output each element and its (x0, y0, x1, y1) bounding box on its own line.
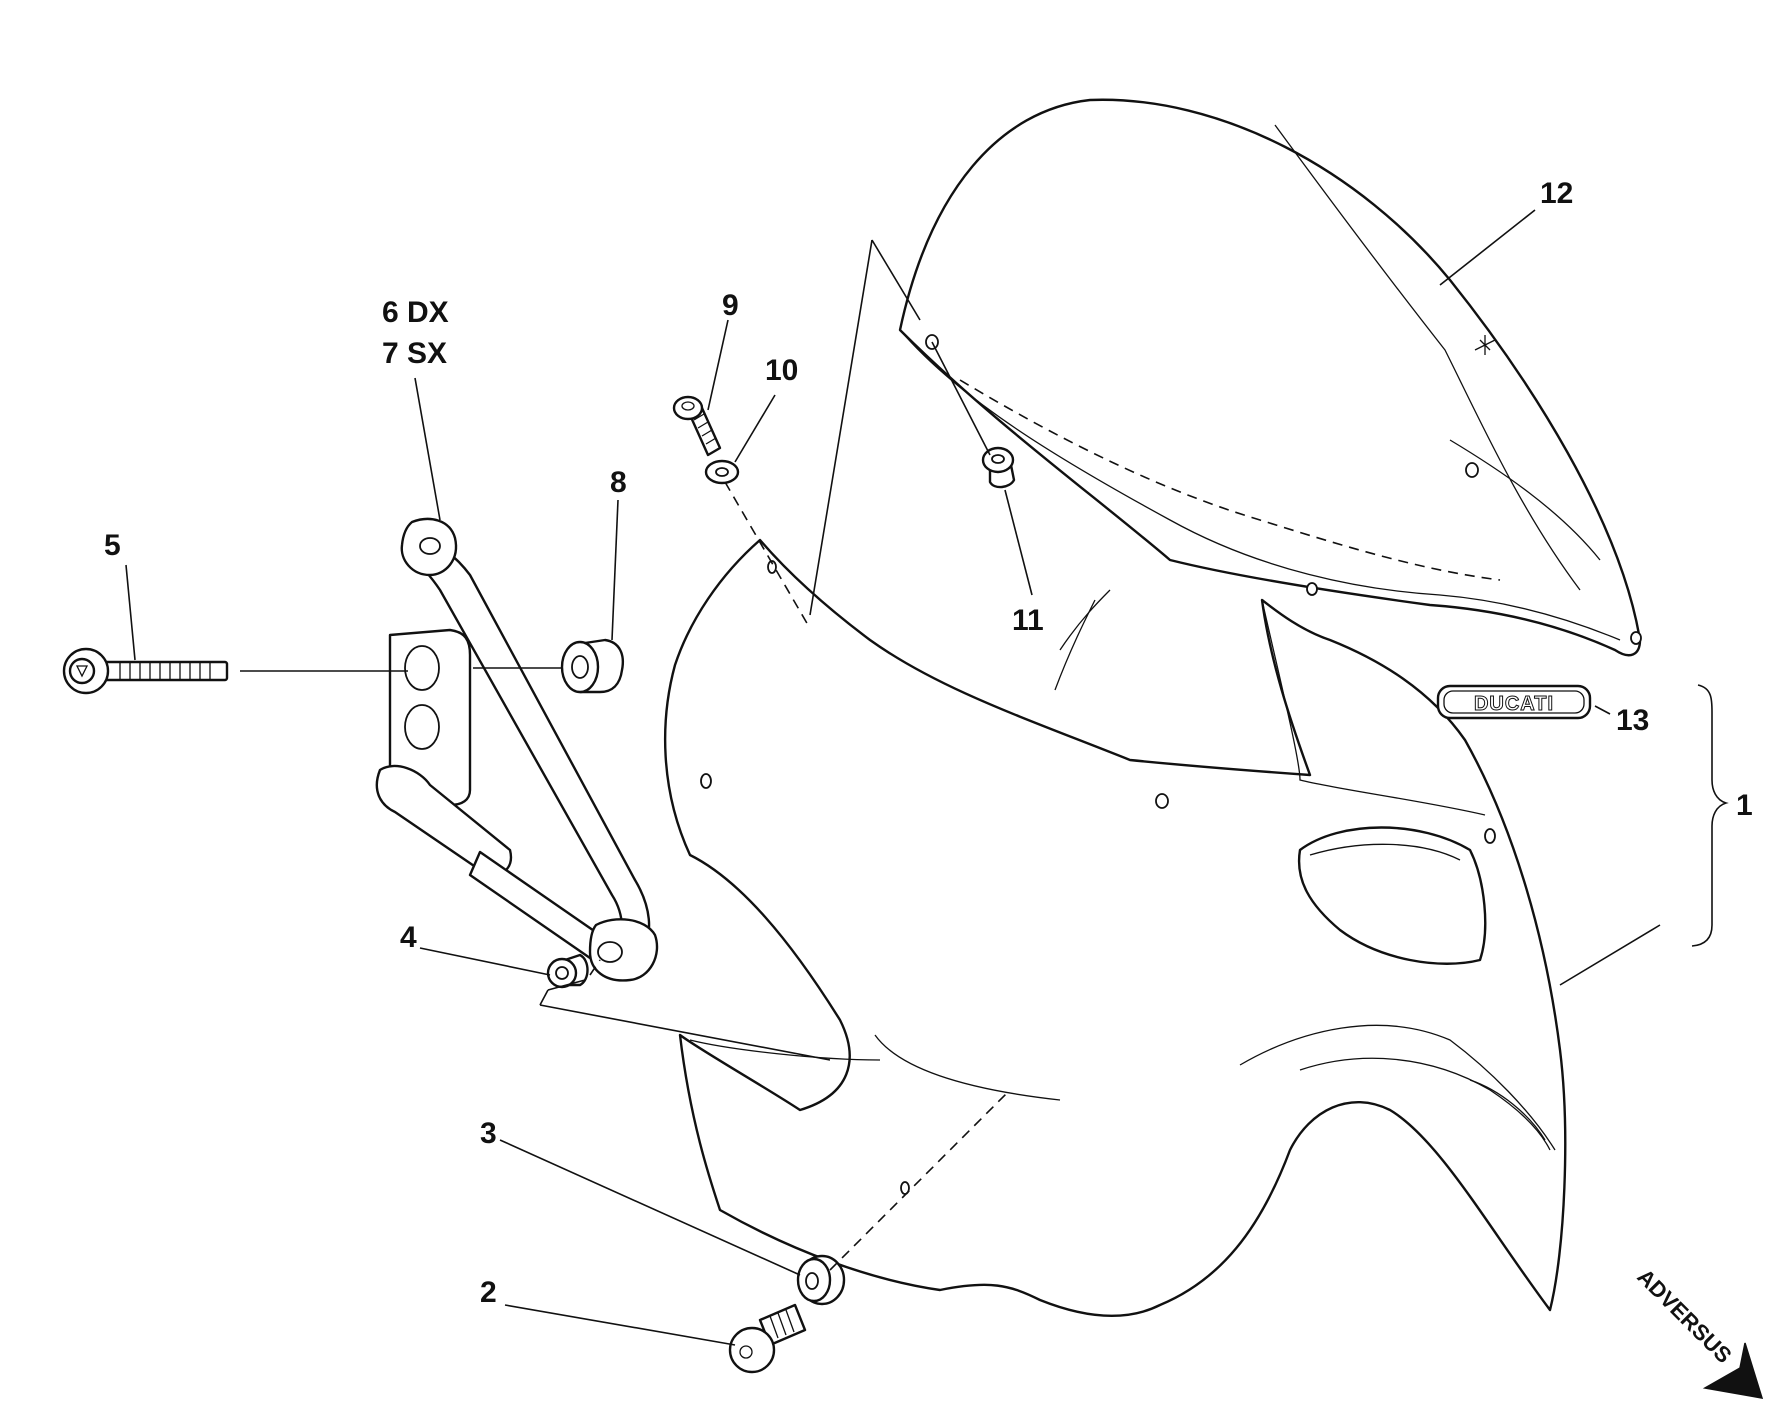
leader-lines (125, 209, 1661, 1346)
label-7-sx: 7 SX (382, 337, 447, 370)
adversus-watermark: ADVERSUS (1632, 1264, 1764, 1399)
spacer-8 (560, 638, 624, 694)
label-10: 10 (765, 354, 798, 387)
label-2: 2 (480, 1276, 497, 1309)
screw-9 (672, 395, 722, 457)
logo-text: DUCATI (1474, 693, 1554, 715)
screw-5 (62, 647, 229, 695)
part-labels: 1 2 3 4 5 6 DX 7 SX 8 9 10 11 12 13 (104, 177, 1753, 1309)
label-3: 3 (480, 1117, 497, 1150)
label-12: 12 (1540, 177, 1573, 210)
label-6-dx: 6 DX (382, 296, 449, 329)
arrow-icon (1702, 1342, 1764, 1399)
label-9: 9 (722, 289, 739, 322)
label-8: 8 (610, 466, 627, 499)
grommet-4 (546, 953, 589, 989)
label-13: 13 (1616, 704, 1649, 737)
windscreen (898, 98, 1642, 657)
label-1: 1 (1736, 789, 1753, 822)
label-5: 5 (104, 529, 121, 562)
label-11: 11 (1012, 604, 1044, 637)
group-bracket (1691, 684, 1729, 947)
grommet-11 (981, 446, 1016, 489)
watermark-text: ADVERSUS (1632, 1264, 1736, 1368)
screw-2 (728, 1303, 807, 1374)
label-4: 4 (400, 921, 417, 954)
washer-10 (704, 459, 740, 485)
mirror-bracket-assembly (375, 517, 659, 982)
fairing-body (663, 538, 1567, 1317)
ducati-logo-badge: DUCATI (1436, 684, 1592, 720)
